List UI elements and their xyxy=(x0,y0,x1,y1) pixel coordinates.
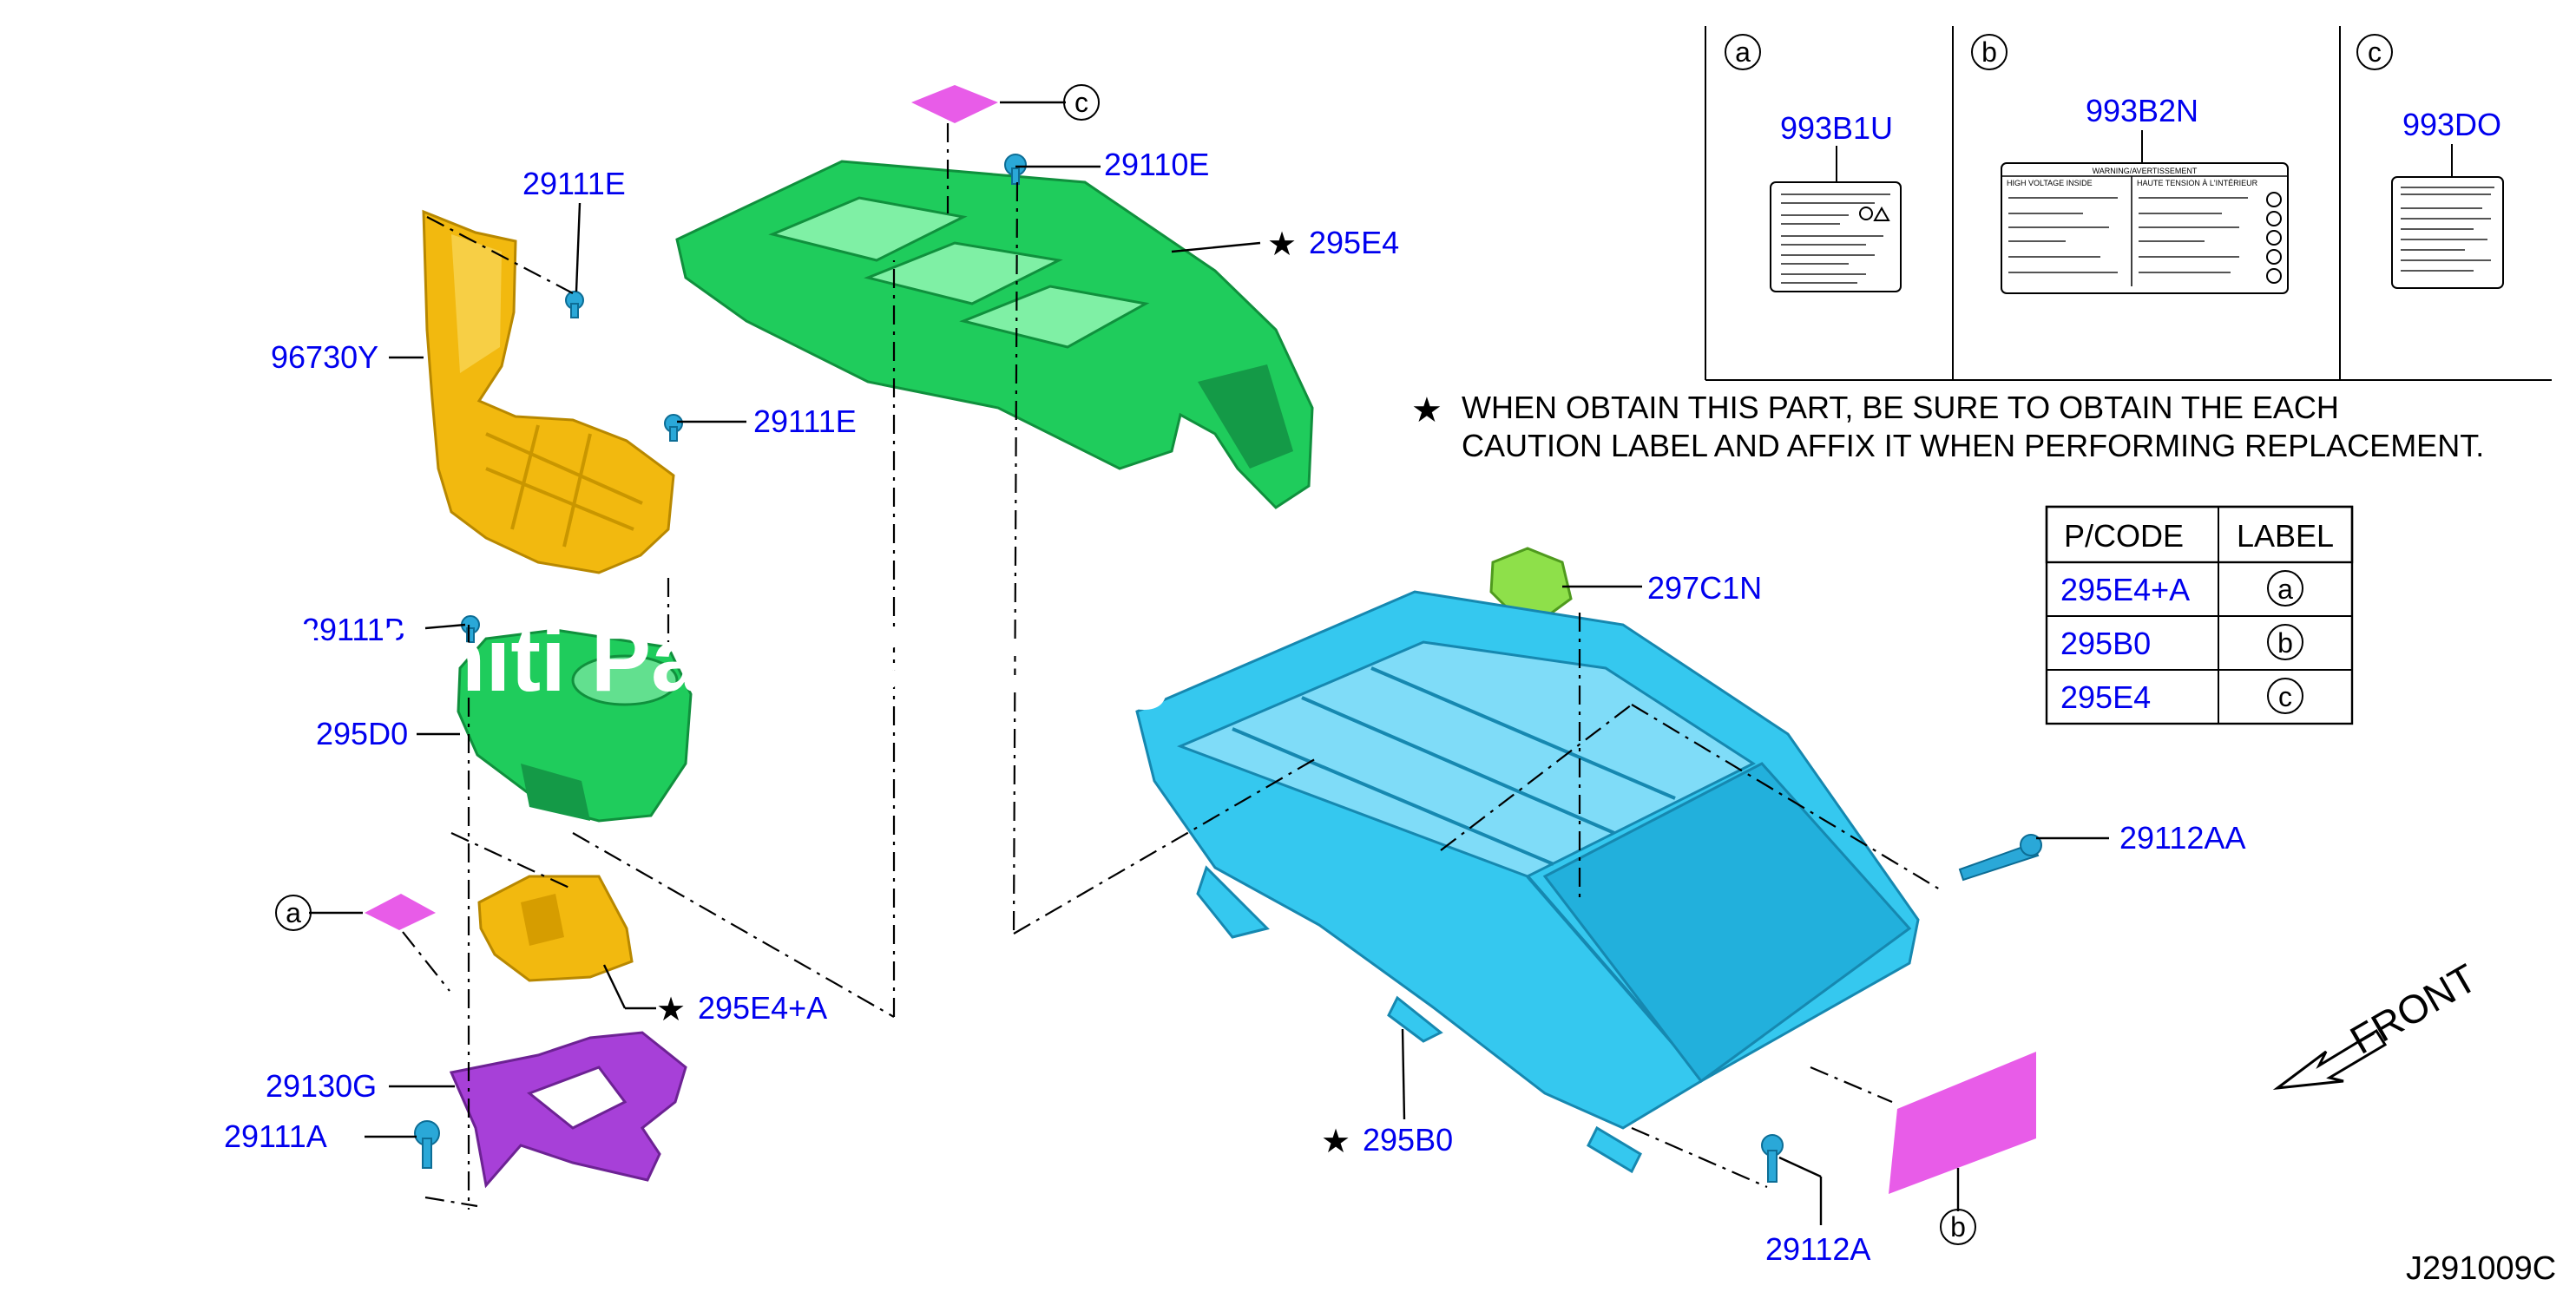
callout-a: a xyxy=(275,895,312,931)
watermark-text: Infiniti Parts Catalog xyxy=(295,610,1173,711)
callout-c: c xyxy=(1063,84,1100,121)
leader-lines xyxy=(309,101,2109,1225)
note-star: ★ xyxy=(1411,391,1442,430)
part-label-96730Y[interactable]: 96730Y xyxy=(271,339,378,375)
table-header-label: LABEL xyxy=(2237,518,2334,554)
label-b-header-left: HIGH VOLTAGE INSIDE xyxy=(2007,179,2093,187)
table-row-code[interactable]: 295B0 xyxy=(2060,626,2151,661)
part-297C1N-illustration xyxy=(1489,547,1573,620)
panel-callout-c: c xyxy=(2368,36,2382,68)
label-b-header-right: HAUTE TENSION À L'INTÉRIEUR xyxy=(2137,179,2258,187)
table-row-label: a xyxy=(2277,574,2293,605)
label-panel: a 993B1U b 993B2N WARNING/AVERTISSEMENT … xyxy=(1705,26,2552,381)
panel-callout-b: b xyxy=(1981,36,1997,68)
replacement-note: ★ WHEN OBTAIN THIS PART, BE SURE TO OBTA… xyxy=(1411,390,2484,463)
bracket-29130G-illustration xyxy=(449,1031,687,1189)
part-label-29111A[interactable]: 29111A xyxy=(224,1118,327,1154)
battery-pack-295B0-illustration xyxy=(1135,590,1920,1174)
caution-label-a-marker xyxy=(365,894,436,930)
label-b-title: WARNING/AVERTISSEMENT xyxy=(2093,167,2198,175)
caution-label-c-marker xyxy=(911,85,998,123)
part-label-29111E[interactable]: 29111E xyxy=(753,403,857,439)
dash-dot-lines xyxy=(402,123,1945,1210)
caution-label-b-marker xyxy=(1889,1052,2036,1194)
label-code-993B1U[interactable]: 993B1U xyxy=(1780,110,1893,146)
diagram-id: J291009C xyxy=(2406,1250,2556,1287)
cover-96730Y-illustration xyxy=(422,209,675,574)
label-code-993DO[interactable]: 993DO xyxy=(2402,107,2501,142)
table-row-code[interactable]: 295E4 xyxy=(2060,679,2151,715)
star-mark: ★ xyxy=(656,992,686,1028)
table-row-label: c xyxy=(2278,681,2292,712)
part-label-29111E[interactable]: 29111E xyxy=(522,166,626,201)
svg-text:c: c xyxy=(1074,87,1088,118)
table-row-code[interactable]: 295E4+A xyxy=(2060,572,2190,607)
callout-b: b xyxy=(1940,1209,1976,1245)
part-label-295E4[interactable]: 295E4 xyxy=(1309,225,1399,260)
part-label-295B0[interactable]: 295B0 xyxy=(1363,1122,1453,1158)
part-label-29112AA[interactable]: 29112AA xyxy=(2119,820,2245,856)
part-label-295D0[interactable]: 295D0 xyxy=(316,716,408,751)
label-code-993B2N[interactable]: 993B2N xyxy=(2086,93,2198,128)
part-label-29111B[interactable]: 29111B xyxy=(302,612,405,647)
front-label: FRONT xyxy=(2343,954,2484,1062)
junction-box-295D0-illustration xyxy=(457,628,693,823)
pcode-label-table: P/CODE LABEL 295E4+A a 295B0 b 295E4 c xyxy=(2045,505,2354,725)
part-label-29112A[interactable]: 29112A xyxy=(1765,1231,1870,1267)
star-mark: ★ xyxy=(1267,226,1297,263)
svg-text:b: b xyxy=(1950,1211,1966,1243)
fastener-icons xyxy=(414,154,2042,1183)
note-line-2: CAUTION LABEL AND AFFIX IT WHEN PERFORMI… xyxy=(1462,428,2484,463)
star-mark: ★ xyxy=(1321,1124,1350,1160)
svg-text:a: a xyxy=(286,897,301,928)
part-label-29110E[interactable]: 29110E xyxy=(1104,147,1209,182)
table-header-pcode: P/CODE xyxy=(2064,518,2184,554)
front-arrow-icon: FRONT xyxy=(2272,954,2484,1091)
panel-callout-a: a xyxy=(1735,36,1751,68)
note-line-1: WHEN OBTAIN THIS PART, BE SURE TO OBTAIN… xyxy=(1462,390,2339,425)
part-label-297C1N[interactable]: 297C1N xyxy=(1647,570,1762,606)
cover-295E4-illustration xyxy=(675,160,1314,509)
part-label-29130G[interactable]: 29130G xyxy=(266,1068,377,1104)
part-label-295E4A[interactable]: 295E4+A xyxy=(698,990,827,1026)
table-row-label: b xyxy=(2277,627,2293,659)
bracket-295E4A-illustration xyxy=(477,875,634,982)
